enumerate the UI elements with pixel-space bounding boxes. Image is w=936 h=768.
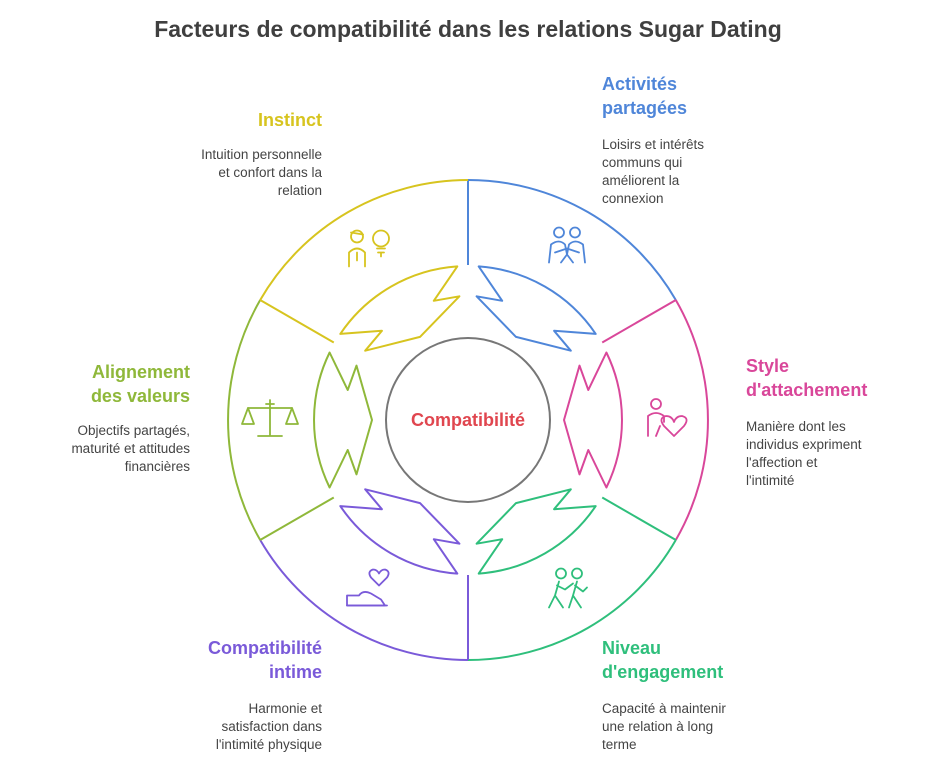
outer-arc-intime — [259, 539, 469, 661]
divider-instinct — [259, 299, 335, 344]
divider-valeurs — [259, 496, 335, 541]
person-bulb-icon — [348, 229, 390, 268]
factor-icons — [241, 226, 688, 609]
center-label: Compatibilité — [411, 410, 525, 430]
outer-arc-valeurs — [227, 299, 262, 541]
outer-arc-attachement — [674, 299, 709, 541]
arrow-engagement — [475, 488, 597, 575]
factor-title: Instinct — [257, 110, 322, 130]
couple-icon — [548, 226, 586, 264]
bed-heart-icon — [346, 568, 390, 607]
divider-engagement — [601, 496, 677, 541]
divider-attachement — [601, 299, 677, 344]
outer-arc-activites — [467, 179, 677, 301]
person-heart-icon — [647, 398, 688, 437]
arrow-attachement — [563, 351, 623, 489]
outer-arc-engagement — [467, 539, 677, 661]
arrow-valeurs — [313, 351, 373, 489]
arrow-activites — [475, 265, 597, 352]
outer-ring — [227, 179, 709, 661]
walking-couple-icon — [548, 567, 588, 609]
factor-description: Objectifs partagés,maturité et attitudes… — [71, 423, 190, 474]
arrow-ring — [313, 265, 623, 575]
center-circle — [385, 337, 551, 503]
diagram-title: Facteurs de compatibilité dans les relat… — [154, 16, 782, 42]
outer-arc-instinct — [259, 179, 469, 301]
scales-icon — [241, 399, 299, 437]
arrow-intime — [339, 488, 461, 575]
arrow-instinct — [339, 265, 461, 352]
